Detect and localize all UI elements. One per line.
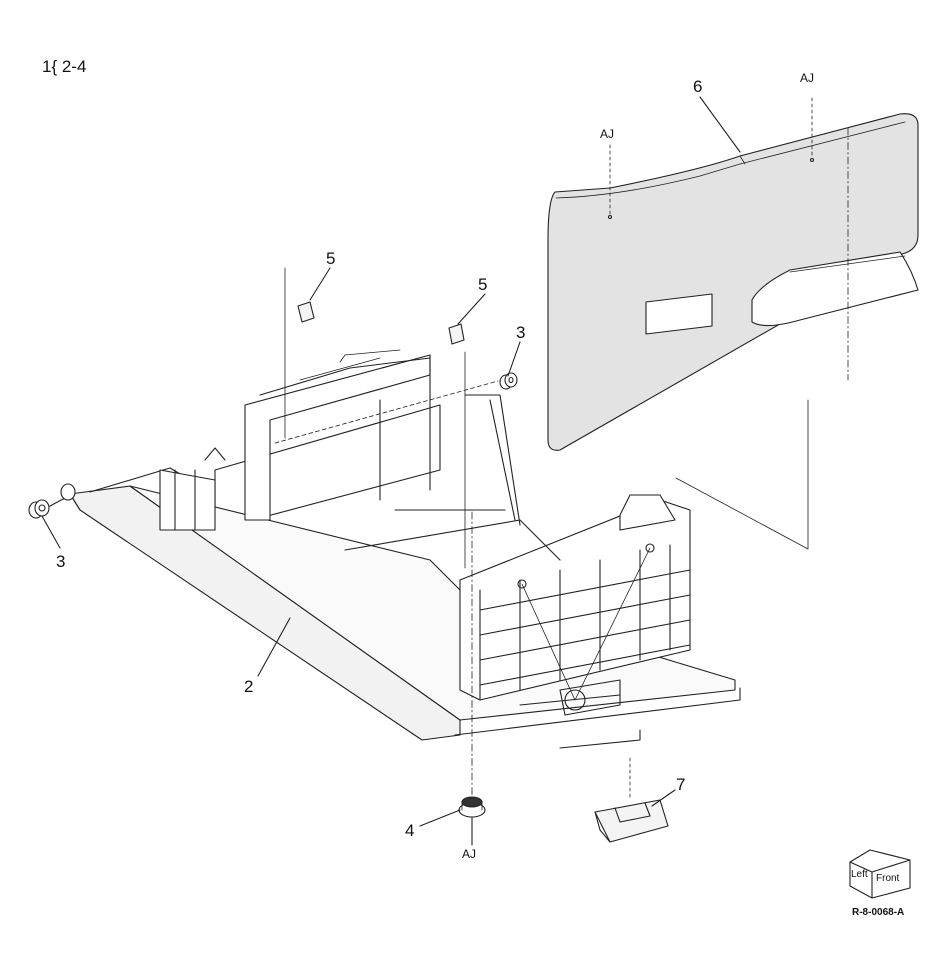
drawing-number: R-8-0068-A	[852, 907, 905, 918]
leader-7	[651, 789, 676, 807]
leader-3-right	[507, 341, 521, 377]
callout-2: 2	[244, 677, 254, 696]
leader-2	[257, 617, 291, 677]
roll-part-3-left	[28, 483, 76, 519]
callout-3-right: 3	[516, 323, 526, 342]
callout-5-left: 5	[326, 249, 336, 268]
callout-3-left: 3	[56, 552, 66, 571]
callout-5-right: 5	[478, 275, 488, 294]
leader-5-right	[457, 293, 486, 325]
page-reference: 1{ 2-4	[42, 57, 87, 76]
callout-4: 4	[405, 821, 415, 840]
leader-3-left	[41, 515, 61, 549]
callout-6: 6	[693, 77, 703, 96]
bracket-part-7	[594, 799, 669, 843]
orientation-front-label: Front	[876, 873, 900, 884]
tray-base-part-2	[69, 349, 741, 749]
leader-5-left	[309, 267, 331, 301]
leader-6	[699, 96, 741, 153]
pad-part-5-right	[448, 323, 465, 345]
pad-part-5-left	[297, 301, 315, 323]
cover-part-6	[547, 97, 919, 451]
callout-7: 7	[676, 775, 686, 794]
leader-4	[419, 809, 461, 827]
screw-code-aj-top-right: AJ	[800, 71, 815, 85]
orientation-left-label: Left	[851, 869, 868, 880]
orientation-cube-icon	[849, 849, 911, 899]
screw-code-aj-top-left: AJ	[600, 127, 615, 141]
mounting-plane	[675, 399, 809, 550]
gear-part-4	[458, 796, 486, 818]
screw-code-aj-bottom: AJ	[462, 847, 477, 861]
